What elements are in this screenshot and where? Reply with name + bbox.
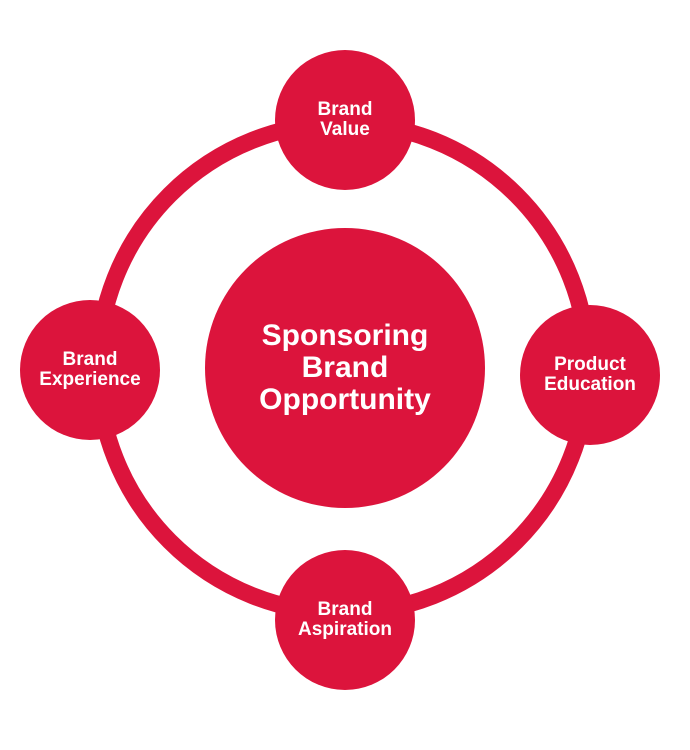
node-brand-aspiration-label: Brand Aspiration xyxy=(298,599,392,640)
node-brand-value-label: Brand Value xyxy=(317,99,373,140)
node-brand-experience: Brand Experience xyxy=(20,300,160,440)
node-brand-aspiration: Brand Aspiration xyxy=(275,550,415,690)
node-product-education: Product Education xyxy=(520,305,660,445)
node-brand-experience-label: Brand Experience xyxy=(39,349,141,390)
node-product-education-label: Product Education xyxy=(544,354,636,395)
center-label: Sponsoring Brand Opportunity xyxy=(259,319,431,416)
center-circle: Sponsoring Brand Opportunity xyxy=(205,228,485,508)
node-brand-value: Brand Value xyxy=(275,50,415,190)
